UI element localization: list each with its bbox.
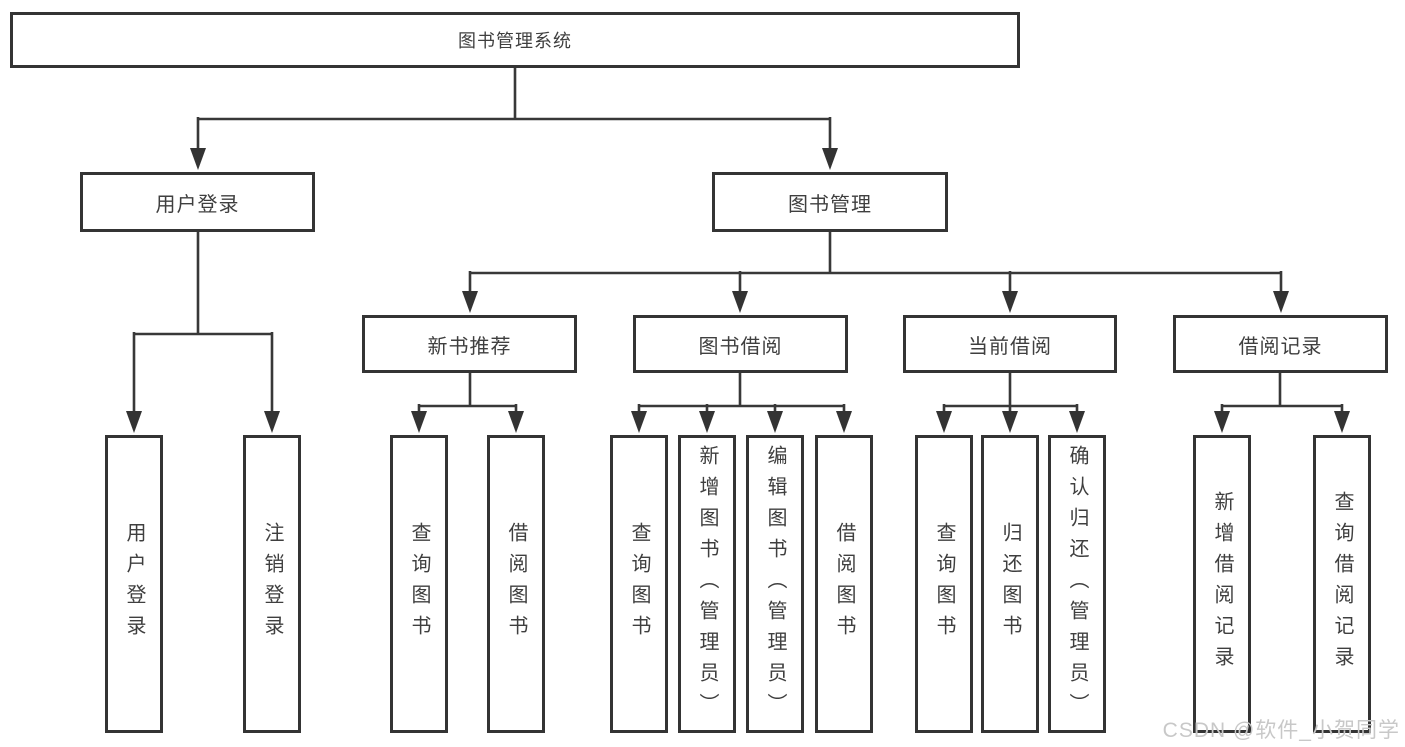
node-leaf-query-books-current: 查询图书 xyxy=(915,435,973,733)
down-arrowheads xyxy=(126,148,1350,433)
node-library-management-system: 图书管理系统 xyxy=(10,12,1020,68)
node-user-login: 用户登录 xyxy=(80,172,315,232)
arrow-down-icon xyxy=(126,411,142,433)
node-leaf-user-login: 用户登录 xyxy=(105,435,163,733)
arrow-down-icon xyxy=(190,148,206,170)
arrow-down-icon xyxy=(1002,291,1018,313)
arrow-down-icon xyxy=(631,411,647,433)
node-leaf-borrow-books: 借阅图书 xyxy=(815,435,873,733)
arrow-down-icon xyxy=(1273,291,1289,313)
node-leaf-logout: 注销登录 xyxy=(243,435,301,733)
node-book-management: 图书管理 xyxy=(712,172,948,232)
node-current-borrowing: 当前借阅 xyxy=(903,315,1117,373)
arrow-down-icon xyxy=(411,411,427,433)
arrow-down-icon xyxy=(836,411,852,433)
connector-book-management-to-children xyxy=(468,232,1283,303)
connector-new-book-rec-to-children xyxy=(417,373,518,423)
node-leaf-borrow-books-recommendation: 借阅图书 xyxy=(487,435,545,733)
arrow-down-icon xyxy=(508,411,524,433)
arrow-down-icon xyxy=(767,411,783,433)
node-leaf-query-books-recommendation: 查询图书 xyxy=(390,435,448,733)
connector-root-to-level2 xyxy=(196,68,832,158)
arrow-down-icon xyxy=(462,291,478,313)
connector-borrowing-records-to-children xyxy=(1220,373,1344,423)
arrow-down-icon xyxy=(1069,411,1085,433)
arrow-down-icon xyxy=(264,411,280,433)
node-leaf-return-books: 归还图书 xyxy=(981,435,1039,733)
arrow-down-icon xyxy=(699,411,715,433)
arrow-down-icon xyxy=(1214,411,1230,433)
node-leaf-add-borrow-record: 新增借阅记录 xyxy=(1193,435,1251,733)
node-leaf-confirm-return-admin: 确认归还（管理员） xyxy=(1048,435,1106,733)
connector-book-borrowing-to-children xyxy=(637,373,846,423)
arrow-down-icon xyxy=(732,291,748,313)
arrow-down-icon xyxy=(1334,411,1350,433)
node-leaf-query-borrow-record: 查询借阅记录 xyxy=(1313,435,1371,733)
node-new-book-recommendation: 新书推荐 xyxy=(362,315,577,373)
node-leaf-query-books-borrowing: 查询图书 xyxy=(610,435,668,733)
node-leaf-add-books-admin: 新增图书（管理员） xyxy=(678,435,736,733)
node-book-borrowing: 图书借阅 xyxy=(633,315,848,373)
arrow-down-icon xyxy=(822,148,838,170)
arrow-down-icon xyxy=(1002,411,1018,433)
csdn-watermark: CSDN @软件_小贺同学 xyxy=(1162,719,1400,742)
node-leaf-edit-books-admin: 编辑图书（管理员） xyxy=(746,435,804,733)
node-borrowing-records: 借阅记录 xyxy=(1173,315,1388,373)
arrow-down-icon xyxy=(936,411,952,433)
connector-user-login-to-children xyxy=(132,232,274,423)
